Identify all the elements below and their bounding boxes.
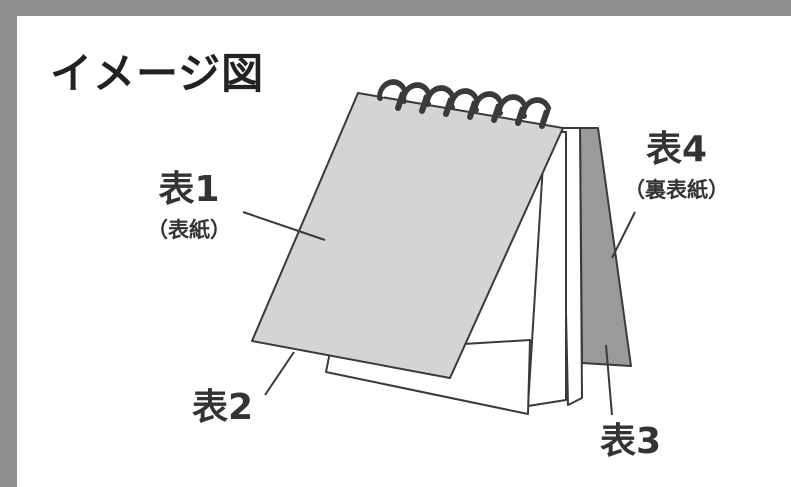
label-cover1: 表1 （表紙） [147,160,231,244]
spiral-ring [521,97,552,129]
label-cover4: 表4 （裏表紙） [624,120,729,204]
spiral-binding [377,79,552,129]
label-cover1-main: 表1 [158,169,220,210]
label-cover3: 表3 [600,412,661,464]
label-cover4-sub: （裏表紙） [624,178,729,202]
frame-left-border [0,0,17,487]
spiral-ring [449,88,480,120]
label-cover2: 表2 [192,378,253,430]
label-cover2-main: 表2 [192,387,254,428]
spiral-ring [425,85,456,117]
spiral-ring [401,82,432,114]
leader-line-cover3 [605,344,613,416]
frame-top-border [0,0,791,16]
leader-lines [242,211,636,416]
label-cover3-main: 表3 [600,421,662,462]
spiral-highlights [382,84,546,115]
front-cover [251,92,564,379]
leader-line-cover2 [264,351,295,396]
leader-line-cover4 [611,211,636,259]
label-cover4-main: 表4 [645,129,708,170]
label-cover1-sub: （表紙） [147,218,231,242]
spiral-ring [497,94,528,126]
leader-line-cover1 [242,211,326,241]
spiral-ring [473,91,504,123]
spiral-ring [377,79,408,111]
page-title: イメージ図 [50,49,265,98]
